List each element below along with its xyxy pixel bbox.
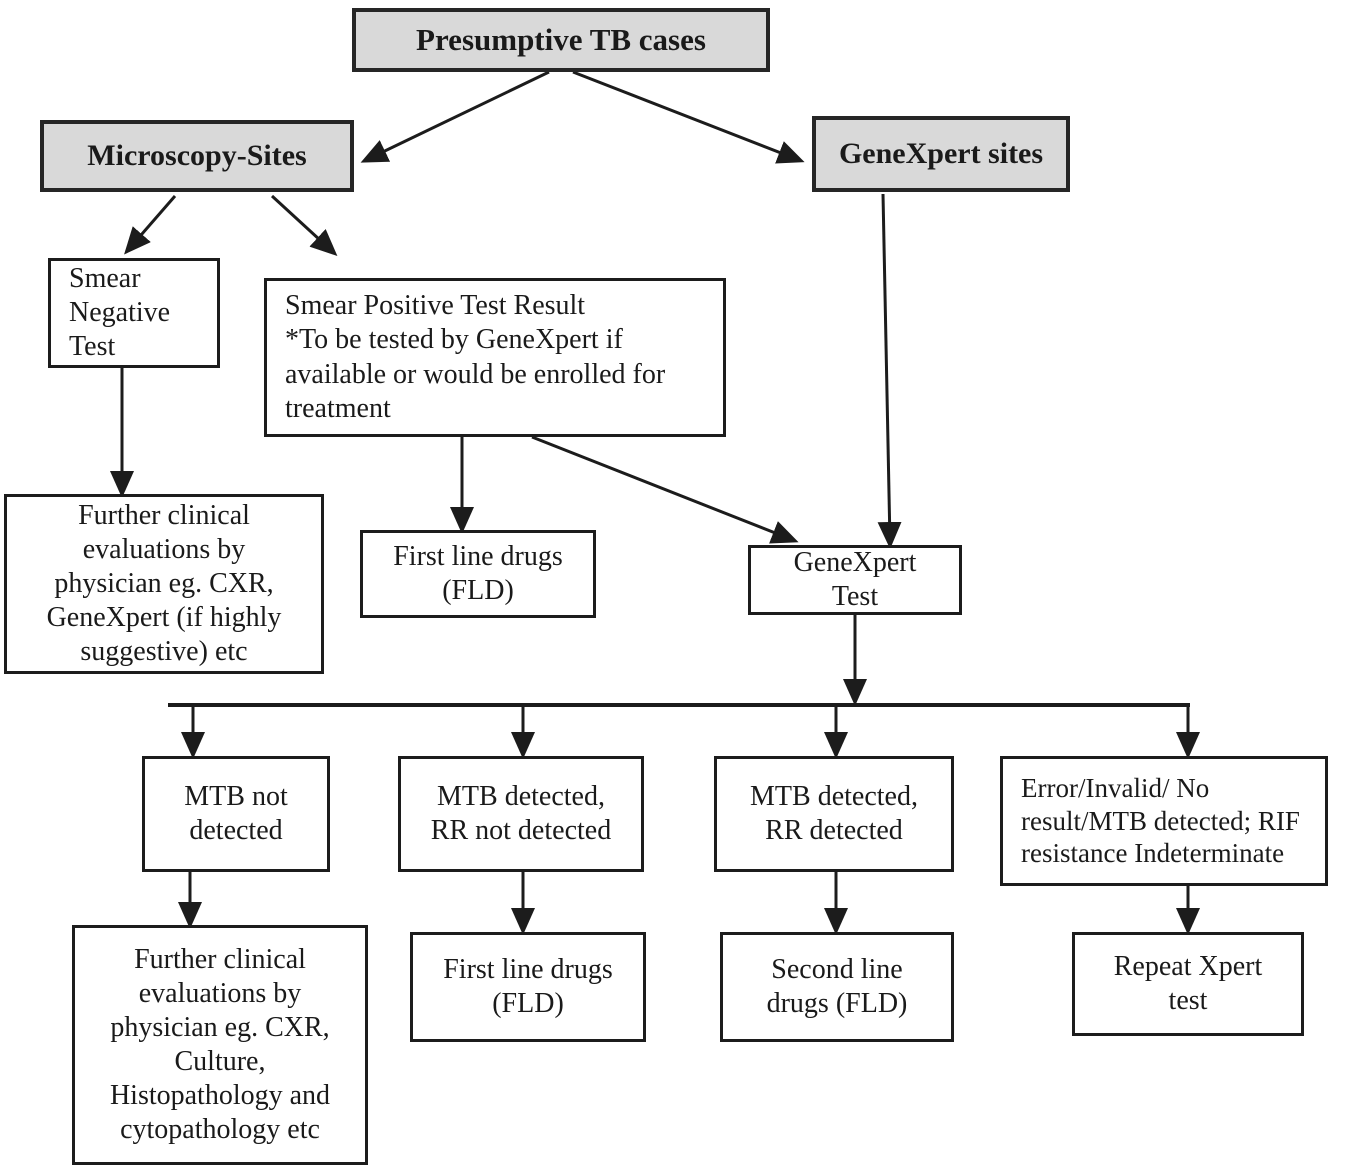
node-label: GeneXpert Test — [793, 546, 917, 612]
node-mtb-detected-rr-detected[interactable]: MTB detected, RR detected — [714, 756, 954, 872]
node-mtb-detected-rr-not-detected[interactable]: MTB detected, RR not detected — [398, 756, 644, 872]
edge-microscopy-to-smear-negative — [124, 195, 177, 255]
node-label: Repeat Xpert test — [1113, 950, 1263, 1016]
node-smear-negative-test[interactable]: Smear Negative Test — [48, 258, 220, 368]
node-label: Further clinical evaluations by physicia… — [46, 499, 282, 668]
node-label: MTB not detected — [184, 780, 288, 846]
node-label: Smear Negative Test — [69, 262, 171, 363]
node-label: Second line drugs (FLD) — [766, 953, 908, 1019]
node-label: MTB detected, RR not detected — [430, 780, 612, 846]
node-label: Presumptive TB cases — [416, 22, 706, 58]
node-label: First line drugs (FLD) — [393, 540, 563, 606]
node-genexpert-test[interactable]: GeneXpert Test — [748, 545, 962, 615]
node-microscopy-sites[interactable]: Microscopy-Sites — [40, 120, 354, 192]
edge-genexpert-sites-to-genexpert-test — [877, 193, 902, 549]
node-label: Microscopy-Sites — [87, 138, 307, 172]
node-label: GeneXpert sites — [838, 136, 1044, 170]
edge-presumptive-to-genexpert-sites — [572, 70, 805, 164]
node-label: Smear Positive Test Result *To be tested… — [285, 290, 666, 424]
node-repeat-xpert-test[interactable]: Repeat Xpert test — [1072, 932, 1304, 1036]
node-further-clinical-evaluations-bottom[interactable]: Further clinical evaluations by physicia… — [72, 925, 368, 1165]
node-mtb-not-detected[interactable]: MTB not detected — [142, 756, 330, 872]
node-presumptive-tb-cases[interactable]: Presumptive TB cases — [352, 8, 770, 72]
node-second-line-drugs[interactable]: Second line drugs (FLD) — [720, 932, 954, 1042]
node-genexpert-sites[interactable]: GeneXpert sites — [812, 116, 1070, 192]
node-label: MTB detected, RR detected — [750, 780, 918, 846]
node-error-invalid-no-result[interactable]: Error/Invalid/ No result/MTB detected; R… — [1000, 756, 1328, 886]
node-further-clinical-evaluations-top[interactable]: Further clinical evaluations by physicia… — [4, 494, 324, 674]
node-label: Error/Invalid/ No result/MTB detected; R… — [1021, 772, 1300, 869]
node-label: Further clinical evaluations by physicia… — [109, 943, 331, 1146]
node-smear-positive-test-result[interactable]: Smear Positive Test Result *To be tested… — [264, 278, 726, 437]
edge-presumptive-to-microscopy — [360, 70, 550, 163]
edge-smear-positive-to-genexpert-test — [531, 435, 799, 544]
node-first-line-drugs-top[interactable]: First line drugs (FLD) — [360, 530, 596, 618]
node-first-line-drugs-bottom[interactable]: First line drugs (FLD) — [410, 932, 646, 1042]
edge-microscopy-to-smear-positive — [270, 194, 338, 257]
node-label: First line drugs (FLD) — [443, 953, 613, 1019]
